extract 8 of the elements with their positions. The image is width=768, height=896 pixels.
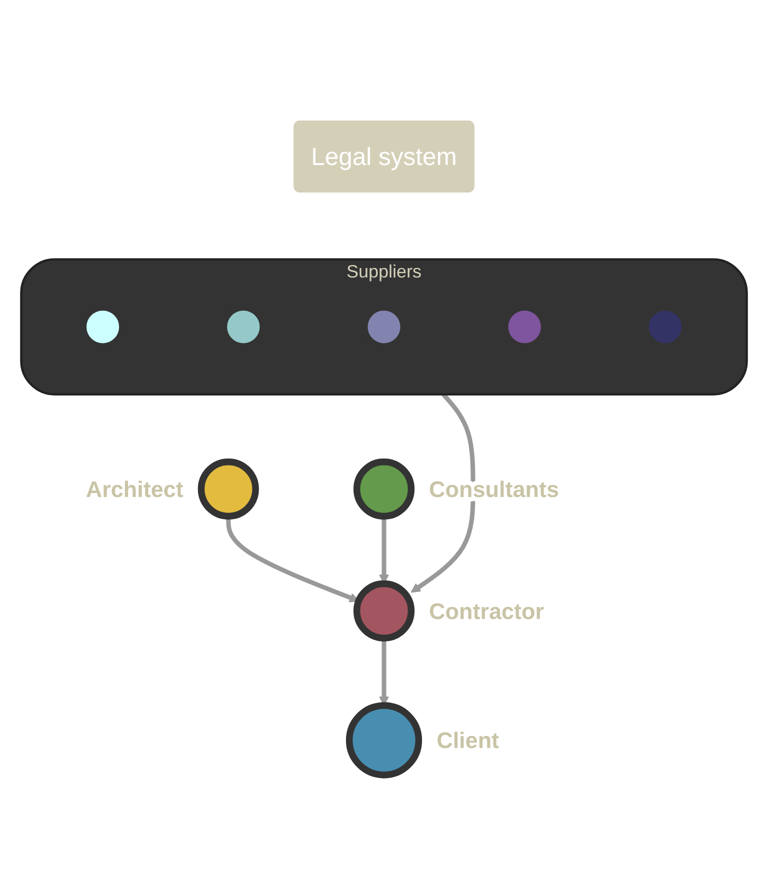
node-circle	[346, 702, 422, 778]
node-caption: Contractor	[429, 598, 544, 624]
cluster: Suppliers	[20, 258, 748, 396]
node-circle	[353, 580, 415, 642]
node-circle	[198, 458, 259, 520]
node-caption: Architect	[86, 476, 184, 502]
node-caption: Client	[436, 728, 500, 754]
node-circle	[353, 458, 415, 520]
